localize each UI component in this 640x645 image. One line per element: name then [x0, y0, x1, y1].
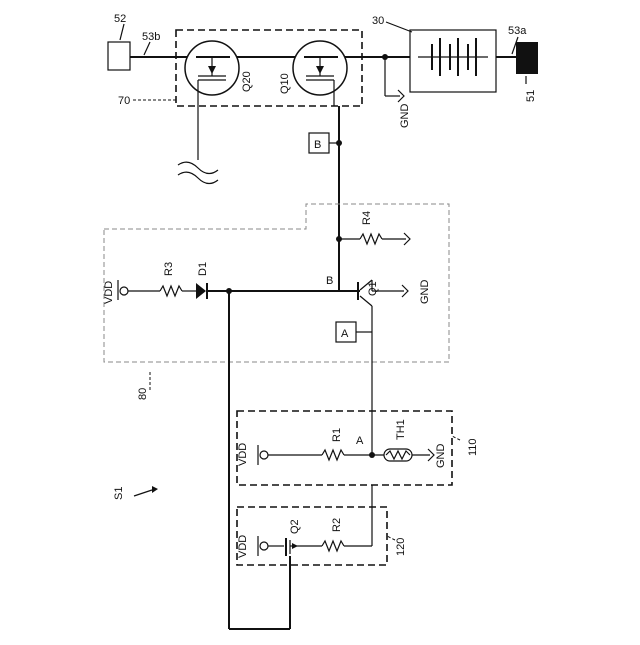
- label-30: 30: [372, 15, 384, 27]
- label-vdd-80: VDD: [103, 281, 115, 304]
- label-d1: D1: [197, 262, 209, 276]
- label-r1: R1: [331, 428, 343, 442]
- label-vdd-110: VDD: [237, 443, 249, 466]
- label-th1: TH1: [395, 419, 407, 440]
- battery-30: 30: [372, 15, 496, 92]
- label-gnd-q1: GND: [419, 280, 431, 305]
- label-r3: R3: [163, 262, 175, 276]
- circuit-120: VDD Q2 R2 120: [237, 485, 407, 565]
- circuit-80: 80 R4 VDD R3 D1 B: [103, 204, 449, 400]
- system-label-s1: S1: [113, 486, 158, 500]
- label-r4: R4: [361, 211, 373, 225]
- label-q10: Q10: [279, 73, 291, 94]
- probe-b-top-label: B: [314, 139, 321, 151]
- thermistor-th1: [384, 449, 412, 461]
- transistor-q1: Q1 GND: [358, 280, 431, 327]
- label-120: 120: [395, 538, 407, 556]
- label-node-a: A: [356, 435, 364, 447]
- label-110: 110: [467, 438, 479, 456]
- label-70: 70: [118, 95, 130, 107]
- label-51: 51: [525, 90, 537, 102]
- connector-51: 53a 51: [508, 25, 538, 102]
- resistor-r2: [322, 541, 344, 551]
- label-gnd-110: GND: [435, 444, 447, 469]
- connector-52: 52 53b: [108, 13, 160, 70]
- label-gnd-top: GND: [399, 104, 411, 129]
- label-80: 80: [137, 388, 149, 400]
- resistor-r4: [360, 234, 382, 244]
- label-q2: Q2: [289, 519, 301, 534]
- label-q1: Q1: [367, 281, 379, 296]
- label-52: 52: [114, 13, 126, 25]
- diode-d1: [196, 283, 207, 299]
- label-53b: 53b: [142, 31, 160, 43]
- mosfet-q2: [286, 538, 300, 556]
- mosfet-q10: Q10: [279, 41, 347, 106]
- label-r2: R2: [331, 518, 343, 532]
- gate-line-q10: B: [309, 106, 342, 290]
- mosfet-q20: Q20: [185, 41, 253, 95]
- label-q20: Q20: [241, 71, 253, 92]
- label-vdd-120: VDD: [237, 535, 249, 558]
- label-53a: 53a: [508, 25, 527, 37]
- label-node-b: B: [326, 275, 333, 287]
- circuit-110: VDD R1 A TH1 GND 110: [237, 411, 479, 485]
- break-mark-2: [178, 172, 218, 183]
- probe-a-label: A: [341, 328, 349, 340]
- resistor-r1: [322, 450, 344, 460]
- switch-module-70: 70 Q20 Q10: [118, 30, 362, 184]
- resistor-r3: [160, 286, 182, 296]
- label-s1: S1: [113, 487, 125, 500]
- bus-gnd-tap: GND: [382, 54, 411, 128]
